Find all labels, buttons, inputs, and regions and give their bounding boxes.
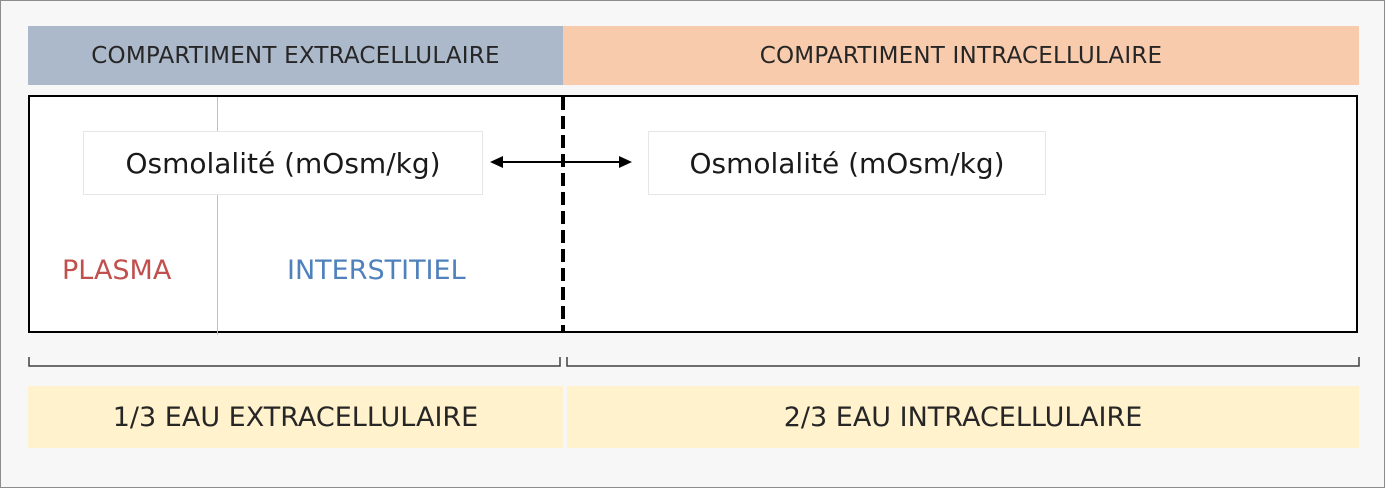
plasma-interstitial-divider xyxy=(217,97,218,335)
intracellular-compartment-header: COMPARTIMENT INTRACELLULAIRE xyxy=(563,26,1359,85)
extracellular-osmolality-label: Osmolalité (mOsm/kg) xyxy=(125,146,441,180)
intracellular-water-label: 2/3 EAU INTRACELLULAIRE xyxy=(783,401,1143,433)
extracellular-compartment-header: COMPARTIMENT EXTRACELLULAIRE xyxy=(28,26,563,85)
intracellular-osmolality-label: Osmolalité (mOsm/kg) xyxy=(689,146,1005,180)
intracellular-water-box: 2/3 EAU INTRACELLULAIRE xyxy=(567,386,1359,448)
intracellular-osmolality-box: Osmolalité (mOsm/kg) xyxy=(648,131,1046,195)
extracellular-water-label: 1/3 EAU EXTRACELLULAIRE xyxy=(112,401,479,433)
extracellular-water-box: 1/3 EAU EXTRACELLULAIRE xyxy=(28,386,563,448)
plasma-label: PLASMA xyxy=(62,255,172,286)
extracellular-osmolality-box: Osmolalité (mOsm/kg) xyxy=(83,131,483,195)
interstitial-label: INTERSTITIEL xyxy=(287,255,466,286)
intracellular-compartment-title: COMPARTIMENT INTRACELLULAIRE xyxy=(759,42,1163,69)
extracellular-compartment-title: COMPARTIMENT EXTRACELLULAIRE xyxy=(91,42,500,69)
